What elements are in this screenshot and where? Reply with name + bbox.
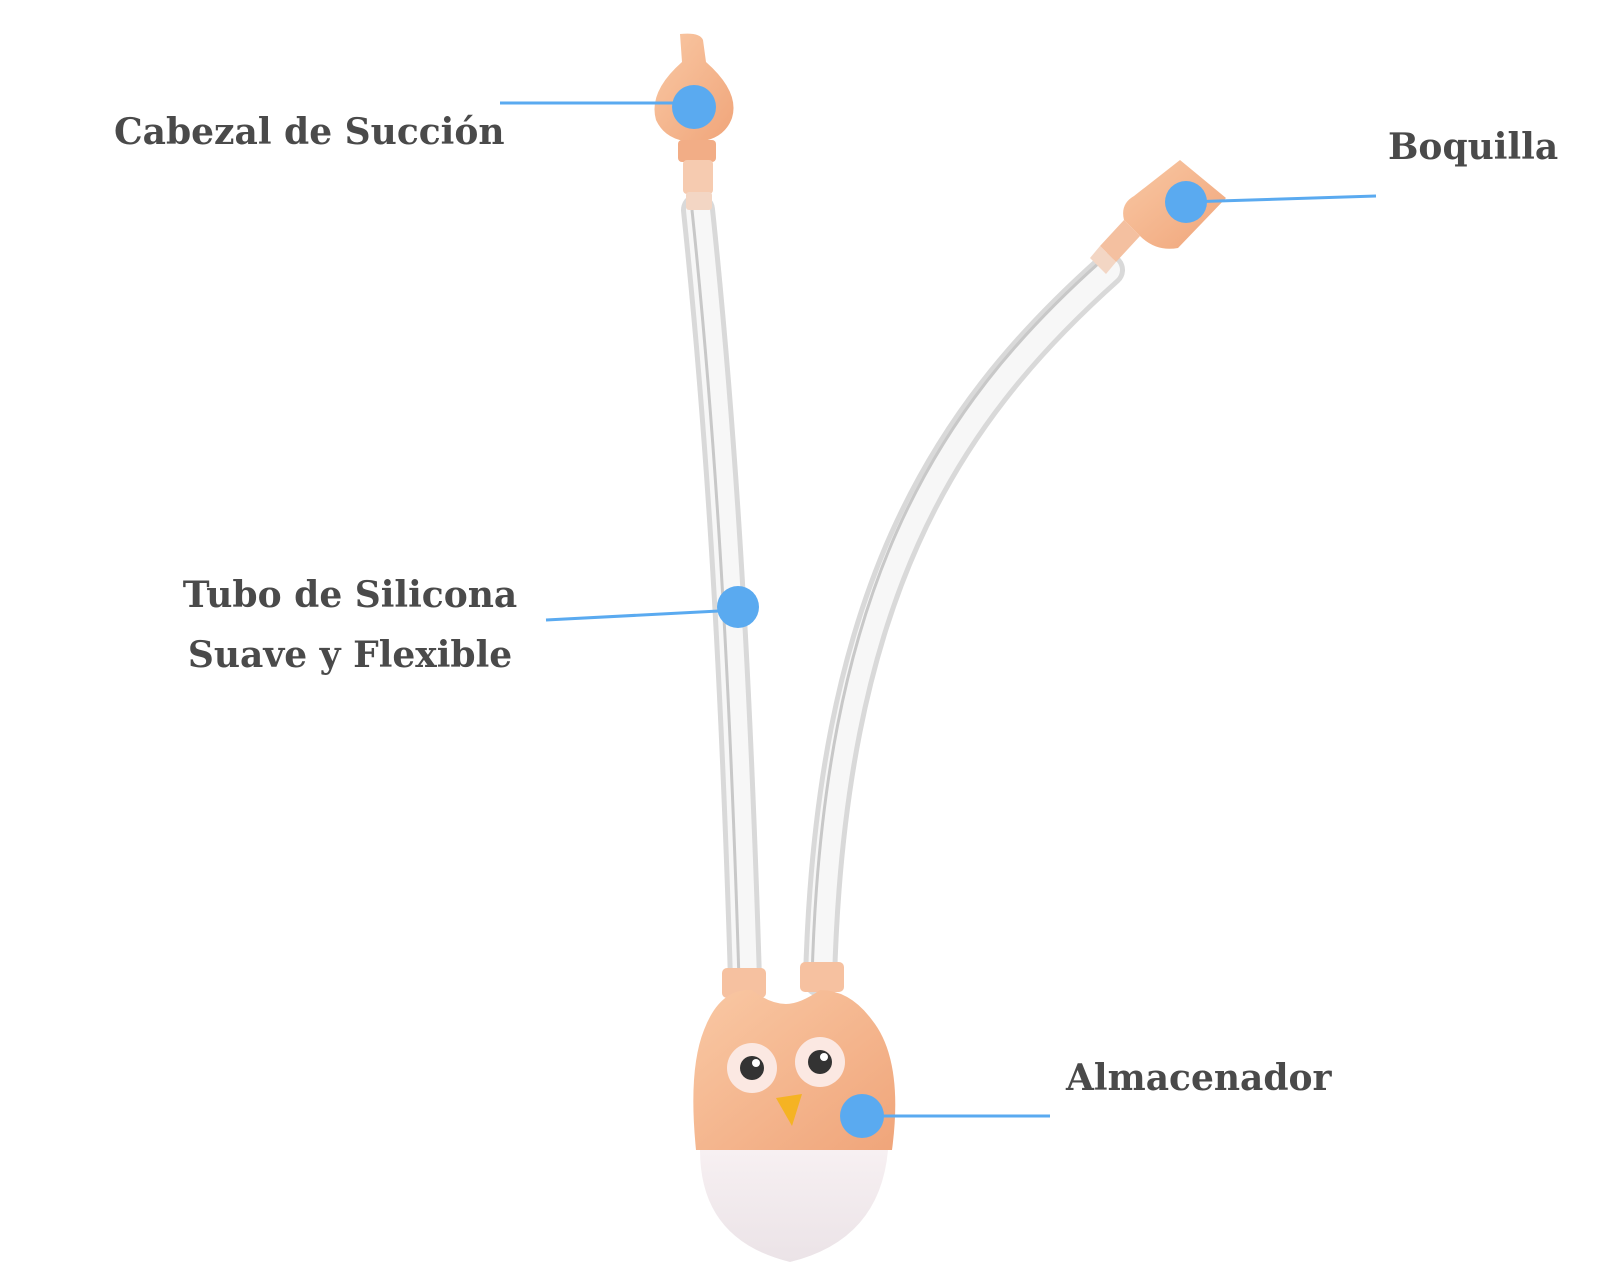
tube-callout-line: [545, 608, 739, 622]
suction-head-marker: [672, 85, 716, 129]
right-connector: [800, 962, 844, 992]
nozzle-callout-line: [1185, 194, 1377, 204]
tube-label-line-2: Suave y Flexible: [187, 634, 513, 676]
tube-label-line-1: Tubo de Silicona: [182, 574, 518, 616]
storage-label: Almacenador: [1066, 1057, 1332, 1099]
left-tube: [681, 193, 762, 997]
nozzle-label: Boquilla: [1388, 126, 1559, 168]
suction-head-label: Cabezal de Succión: [114, 111, 505, 153]
left-connector: [722, 968, 766, 998]
tube-label: Tubo de Silicona Suave y Flexible: [170, 565, 530, 685]
nozzle-part: [1090, 160, 1226, 274]
right-tube: [803, 253, 1125, 997]
tube-marker: [717, 586, 759, 628]
callout-lines: [500, 101, 1377, 1118]
storage-marker: [840, 1094, 884, 1138]
nozzle-marker: [1165, 181, 1207, 223]
